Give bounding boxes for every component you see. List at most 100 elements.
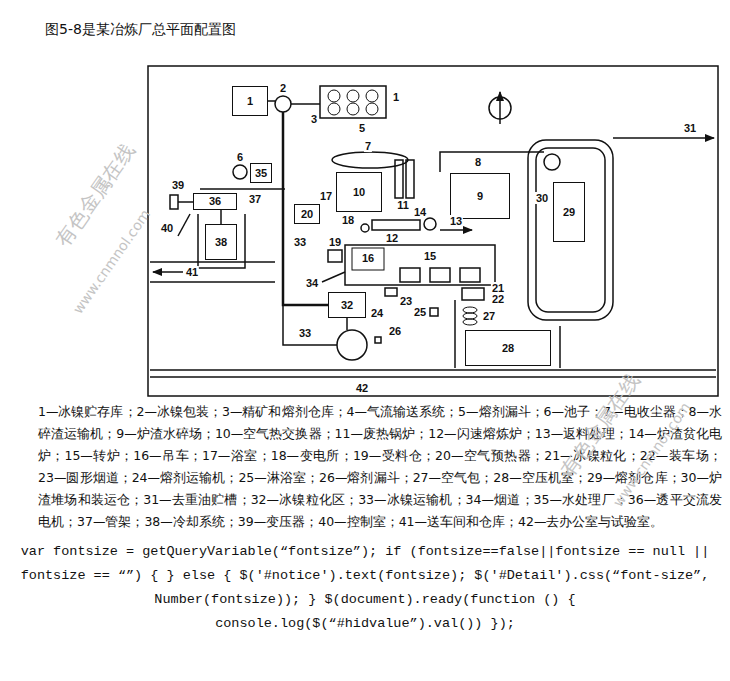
key-item: 24—熔剂运输机； bbox=[132, 470, 239, 485]
control-room-symbol bbox=[178, 214, 190, 236]
key-item: 27—空气包； bbox=[413, 470, 494, 485]
key-item: 17—浴室； bbox=[202, 448, 271, 463]
callout-number: 7 bbox=[364, 140, 372, 152]
key-item: 41—送车间和仓库； bbox=[399, 514, 518, 529]
plant-box: 9 bbox=[450, 173, 510, 219]
callout-number: 39 bbox=[171, 179, 185, 191]
flux-hopper bbox=[375, 337, 381, 343]
main-building bbox=[345, 245, 495, 285]
callout-number: 6 bbox=[236, 151, 244, 163]
key-item: 4—气流输送系统； bbox=[347, 404, 459, 419]
key-item: 23—圆形烟道； bbox=[38, 470, 132, 485]
key-item: 42—去办公室与试验室。 bbox=[518, 514, 663, 529]
plant-box: 20 bbox=[294, 204, 320, 224]
converter bbox=[400, 268, 420, 282]
callout-number: 33 bbox=[293, 236, 307, 248]
road-loop bbox=[536, 148, 605, 312]
link-line bbox=[346, 318, 348, 330]
key-item: 18—变电所； bbox=[271, 448, 353, 463]
electric-furnace bbox=[424, 218, 436, 230]
tank-circle bbox=[337, 330, 367, 360]
callout-number: 27 bbox=[482, 310, 496, 322]
callout-number: 25 bbox=[413, 306, 427, 318]
key-item: 5—熔剂漏斗； bbox=[458, 404, 544, 419]
callout-number: 41 bbox=[185, 266, 199, 278]
flue-line bbox=[322, 272, 345, 282]
key-item: 39—变压器； bbox=[238, 514, 318, 529]
key-item: 31—去重油贮槽； bbox=[143, 492, 250, 507]
box-number: 28 bbox=[502, 342, 514, 354]
callout-number: 42 bbox=[355, 382, 369, 394]
callout-number: 23 bbox=[399, 295, 413, 307]
bin-group bbox=[320, 86, 386, 118]
callout-number: 11 bbox=[396, 199, 410, 211]
round-flue bbox=[385, 288, 397, 296]
link-line bbox=[178, 201, 193, 203]
callout-number: 17 bbox=[319, 190, 333, 202]
callout-number: 18 bbox=[341, 214, 355, 226]
key-item: 34—烟道； bbox=[466, 492, 534, 507]
key-item: 15—转炉； bbox=[64, 448, 133, 463]
transformer-symbol bbox=[170, 195, 178, 209]
road-line bbox=[559, 326, 561, 368]
key-item: 20—空气预热器； bbox=[435, 448, 544, 463]
plant-box: 38 bbox=[205, 224, 237, 260]
plant-box: 32 bbox=[328, 292, 366, 318]
callout-number: 40 bbox=[160, 222, 174, 234]
return-arrow bbox=[440, 229, 472, 231]
pool-circle bbox=[233, 165, 247, 179]
road-line bbox=[150, 261, 275, 263]
conveyor-line bbox=[291, 103, 320, 105]
box-number: 10 bbox=[353, 186, 365, 198]
road-line bbox=[150, 369, 716, 371]
key-item: 9—炉渣水碎场； bbox=[116, 426, 215, 441]
north-arrow bbox=[499, 92, 501, 124]
key-item: 38—冷却系统； bbox=[144, 514, 237, 529]
bin-circle bbox=[328, 103, 340, 115]
plant-box: 28 bbox=[465, 330, 551, 366]
box-number: 36 bbox=[209, 195, 221, 207]
air-receiver bbox=[463, 319, 477, 325]
connector-line bbox=[220, 210, 222, 225]
key-item: 37—管架； bbox=[77, 514, 144, 529]
key-item: 33—冰镍运输机； bbox=[358, 492, 465, 507]
plant-box: 1 bbox=[232, 86, 268, 116]
figure-title: 图5-8是某冶炼厂总平面配置图 bbox=[45, 20, 236, 38]
callout-number: 13 bbox=[449, 215, 463, 227]
key-item: 3—精矿和熔剂仓库； bbox=[222, 404, 347, 419]
conveyor-line bbox=[283, 112, 328, 305]
key-paragraph: 1—冰镍贮存库；2—冰镍包装；3—精矿和熔剂仓库；4—气流输送系统；5—熔剂漏斗… bbox=[38, 401, 722, 533]
callout-number: 3 bbox=[310, 113, 318, 125]
link-line bbox=[268, 100, 275, 102]
callout-number: 24 bbox=[370, 307, 384, 319]
key-item: 26—熔剂漏斗； bbox=[319, 470, 413, 485]
callout-number: 26 bbox=[388, 325, 402, 337]
callout-number: 31 bbox=[683, 122, 697, 134]
key-item: 16—吊车； bbox=[133, 448, 202, 463]
road-line bbox=[150, 281, 275, 283]
drawing-frame bbox=[148, 66, 718, 396]
direction-arrow bbox=[153, 271, 183, 273]
callout-number: 2 bbox=[279, 82, 287, 94]
key-item: 10—空气热交换器； bbox=[215, 426, 335, 441]
callout-number: 8 bbox=[474, 156, 482, 168]
box-number: 29 bbox=[563, 206, 575, 218]
code-snippet: var fontsize = getQueryVariable(“fontsiz… bbox=[21, 544, 710, 631]
granulation-unit bbox=[462, 288, 484, 300]
road-line bbox=[454, 300, 456, 368]
slag-yard-circle bbox=[544, 154, 560, 170]
plant-box: 29 bbox=[553, 182, 585, 242]
callout-number: 5 bbox=[358, 122, 366, 134]
bin-circle bbox=[347, 90, 359, 102]
air-receiver bbox=[463, 307, 477, 313]
air-receiver bbox=[463, 313, 477, 319]
callout-number: 1 bbox=[392, 91, 400, 103]
key-item: 11—废热锅炉； bbox=[335, 426, 429, 441]
key-item: 1—冰镍贮存库； bbox=[38, 404, 137, 419]
packing-circle bbox=[275, 96, 291, 112]
callout-number: 14 bbox=[413, 206, 427, 218]
plant-box: 10 bbox=[336, 172, 382, 212]
callout-number: 33 bbox=[298, 327, 312, 339]
converter bbox=[460, 268, 480, 282]
